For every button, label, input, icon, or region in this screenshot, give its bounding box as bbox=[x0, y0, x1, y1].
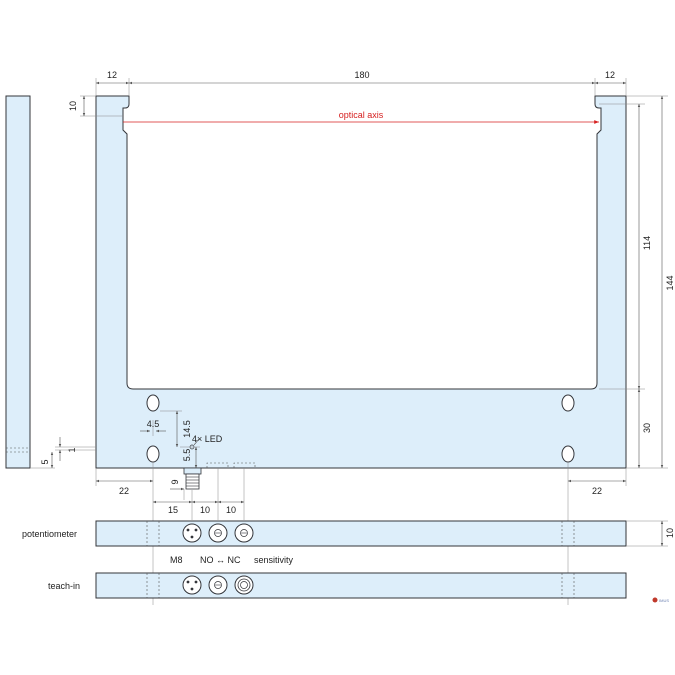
dim-hole-offset-y: 14.5 bbox=[182, 420, 192, 438]
top-dimensions: 12 180 12 bbox=[95, 70, 627, 96]
teach-in-label: teach-in bbox=[48, 581, 80, 591]
logo-text: IMUS bbox=[659, 598, 669, 603]
teach-in-strip bbox=[95, 572, 627, 599]
potentiometer-strip: 10 bbox=[95, 520, 675, 547]
hole-dimensions: 4.5 14.5 5.5 4× LED 1 5 bbox=[30, 410, 223, 469]
m8-connector-icon bbox=[182, 575, 202, 595]
dim-hole-offset-x: 4.5 bbox=[147, 419, 160, 429]
dim-left-small: 1 bbox=[67, 447, 77, 452]
mounting-hole bbox=[146, 445, 160, 463]
dim-strip-height: 10 bbox=[665, 528, 675, 538]
dim-inner-height: 114 bbox=[642, 236, 652, 250]
left-dimension-10: 10 bbox=[68, 95, 123, 117]
sensitivity-label: sensitivity bbox=[254, 555, 294, 565]
dim-top-right: 12 bbox=[605, 70, 615, 80]
dim-led-offset: 5.5 bbox=[182, 449, 192, 462]
dim-bottom-left: 22 bbox=[119, 486, 129, 496]
dim-total-height: 144 bbox=[665, 275, 675, 290]
dim-top-left: 12 bbox=[107, 70, 117, 80]
m8-label: M8 bbox=[170, 555, 183, 565]
optical-axis: optical axis bbox=[123, 110, 599, 124]
right-dimensions: 114 30 144 bbox=[599, 95, 675, 469]
mounting-hole bbox=[146, 394, 160, 412]
m8-connector-icon bbox=[182, 523, 202, 543]
dim-left-top: 10 bbox=[68, 101, 78, 111]
dim-connector-9: 9 bbox=[170, 479, 180, 484]
mounting-hole bbox=[561, 394, 575, 412]
dim-side-5: 5 bbox=[40, 459, 50, 464]
side-view bbox=[5, 95, 31, 469]
led-label: 4× LED bbox=[192, 434, 223, 444]
dim-bottom-right: 22 bbox=[592, 486, 602, 496]
dim-pitch-10a: 10 bbox=[200, 505, 210, 515]
potentiometer-label: potentiometer bbox=[22, 529, 77, 539]
m8-connector bbox=[183, 467, 202, 490]
mounting-hole bbox=[561, 445, 575, 463]
optical-axis-label: optical axis bbox=[339, 110, 384, 120]
dim-pitch-10b: 10 bbox=[226, 505, 236, 515]
no-nc-label: NO ↔ NC bbox=[200, 555, 241, 565]
u-frame-front-view bbox=[95, 95, 627, 469]
brand-logo: IMUS bbox=[652, 597, 669, 603]
dim-pitch-15: 15 bbox=[168, 505, 178, 515]
dim-top-width: 180 bbox=[354, 70, 369, 80]
dim-bottom-band: 30 bbox=[642, 423, 652, 433]
